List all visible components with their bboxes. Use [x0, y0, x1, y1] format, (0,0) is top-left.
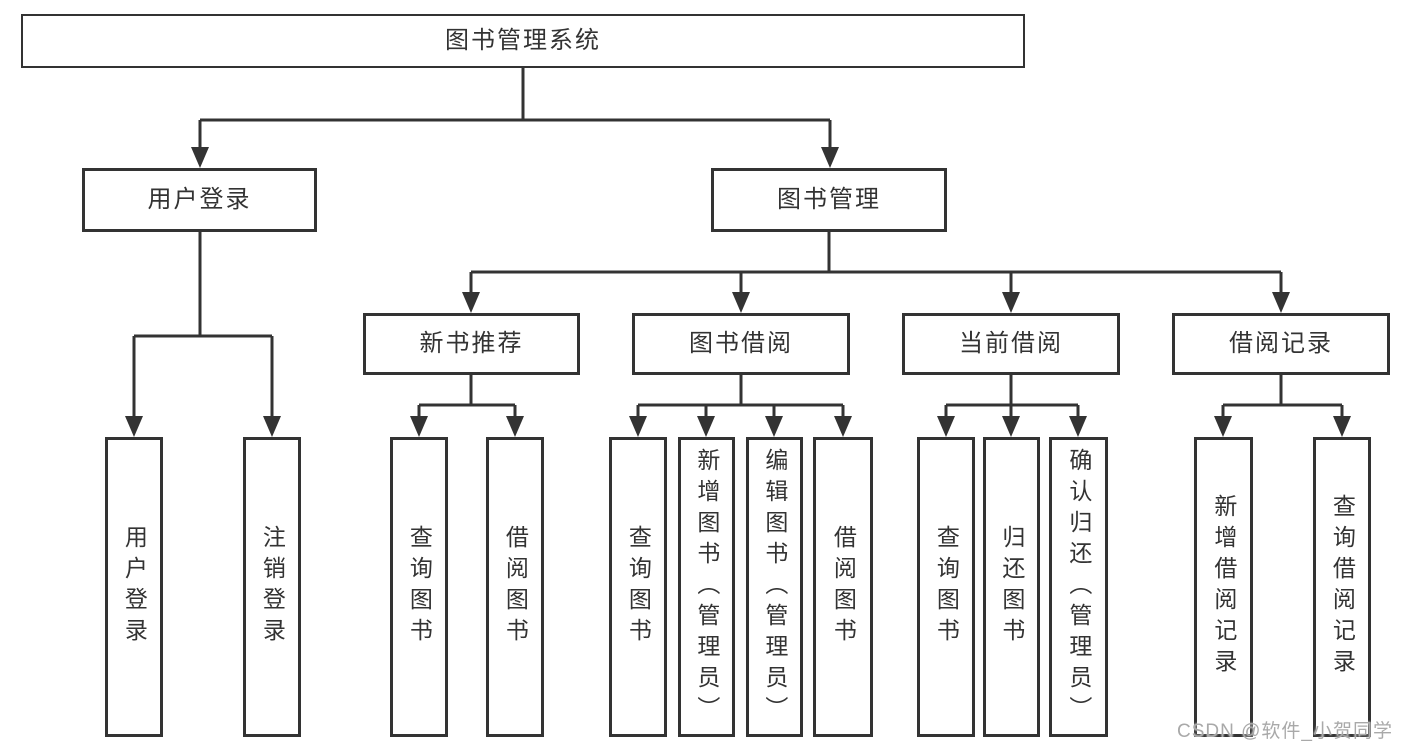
node-user-login-action: 用户登录 [105, 437, 163, 737]
node-query-books-current: 查询图书 [917, 437, 975, 737]
node-library-system: 图书管理系统 [21, 14, 1025, 68]
node-query-books-borrowing: 查询图书 [609, 437, 667, 737]
node-query-borrow-record: 查询借阅记录 [1313, 437, 1371, 737]
node-current-borrowing: 当前借阅 [902, 313, 1120, 375]
node-logout-action: 注销登录 [243, 437, 301, 737]
node-return-books: 归还图书 [983, 437, 1040, 737]
node-book-management: 图书管理 [711, 168, 947, 232]
node-add-borrow-record: 新增借阅记录 [1194, 437, 1253, 737]
node-confirm-return-admin: 确认归还（管理员） [1049, 437, 1108, 737]
node-new-book-recommendation: 新书推荐 [363, 313, 580, 375]
node-edit-books-admin: 编辑图书（管理员） [746, 437, 803, 737]
node-user-login: 用户登录 [82, 168, 317, 232]
node-add-books-admin: 新增图书（管理员） [678, 437, 735, 737]
node-borrow-books-borrowing: 借阅图书 [813, 437, 873, 737]
node-book-borrowing: 图书借阅 [632, 313, 850, 375]
csdn-watermark: CSDN @软件_小贺同学 [1177, 721, 1393, 742]
node-query-books-recommend: 查询图书 [390, 437, 448, 737]
node-borrowing-records: 借阅记录 [1172, 313, 1390, 375]
node-borrow-books-recommend: 借阅图书 [486, 437, 544, 737]
